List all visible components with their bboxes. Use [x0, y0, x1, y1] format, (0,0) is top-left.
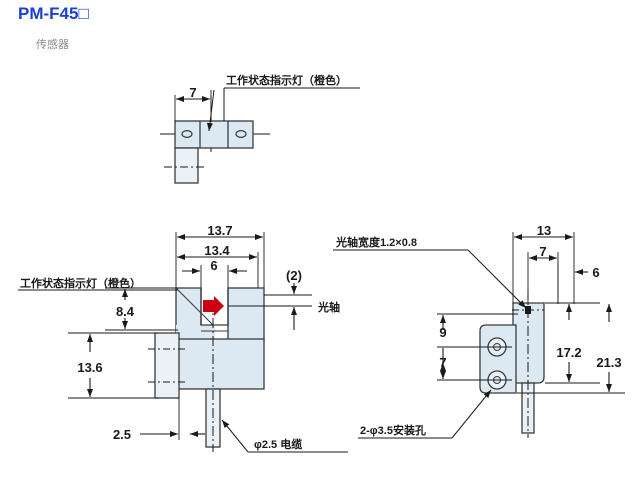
side-mount-holes-leader — [451, 389, 492, 439]
front-dim-13-7: 13.7 — [207, 223, 232, 238]
side-dim-17-2: 17.2 — [556, 345, 581, 360]
side-dim-6: 6 — [592, 265, 599, 280]
top-view-hole-right — [235, 130, 247, 139]
side-view-group: 13 7 6 9 7 17.2 21.3 光轴宽度1.2×0 — [333, 223, 625, 439]
top-view-hole-left — [181, 130, 193, 139]
side-dim-9: 9 — [439, 325, 446, 340]
top-indicator-lamp-label: 工作状态指示灯（橙色） — [226, 73, 347, 87]
front-optical-axis-label: 光轴 — [317, 300, 340, 314]
front-view-chamfer — [175, 287, 214, 326]
front-view-right-arm — [227, 287, 265, 341]
front-view-base — [176, 325, 215, 340]
side-beam-width-label: 光轴宽度1.2×0.8 — [335, 235, 417, 249]
front-view-main-block — [175, 338, 265, 390]
front-dim-2: (2) — [286, 268, 302, 283]
front-indicator-lamp-label: 工作状态指示灯（橙色） — [20, 276, 141, 290]
side-mount-holes-label: 2-φ3.5安装孔 — [360, 423, 426, 437]
front-dim-6: 6 — [210, 258, 217, 273]
page-subtitle: 传感器 — [36, 39, 69, 51]
optical-beam-arrow — [203, 296, 224, 316]
front-dim-2-5: 2.5 — [113, 427, 131, 442]
top-dim-7: 7 — [189, 85, 196, 100]
side-dim-13: 13 — [537, 223, 551, 238]
side-dim-21-3: 21.3 — [596, 355, 621, 370]
front-dim-13-4: 13.4 — [204, 243, 230, 258]
front-cable-label: φ2.5 电缆 — [254, 437, 302, 451]
side-beam-width-leader — [467, 249, 527, 309]
front-view-bracket — [154, 332, 180, 399]
front-view-group: (2) 光轴 13.7 13.4 6 工作状态指示灯（橙色） 8.4 13.6 — [18, 223, 348, 453]
side-dim-7-top: 7 — [539, 244, 546, 259]
top-view-bracket — [174, 147, 199, 184]
top-view-group: 7 工作状态指示灯（橙色） — [160, 73, 360, 184]
front-dim-13-6: 13.6 — [77, 360, 102, 375]
front-cable-leader-diag — [221, 419, 249, 453]
front-dim-8-4: 8.4 — [116, 304, 135, 319]
side-view-body — [512, 302, 545, 384]
page-title: PM-F45□ — [18, 4, 89, 23]
top-lamp-leader-diag — [206, 89, 215, 132]
side-dim-7: 7 — [439, 355, 446, 370]
